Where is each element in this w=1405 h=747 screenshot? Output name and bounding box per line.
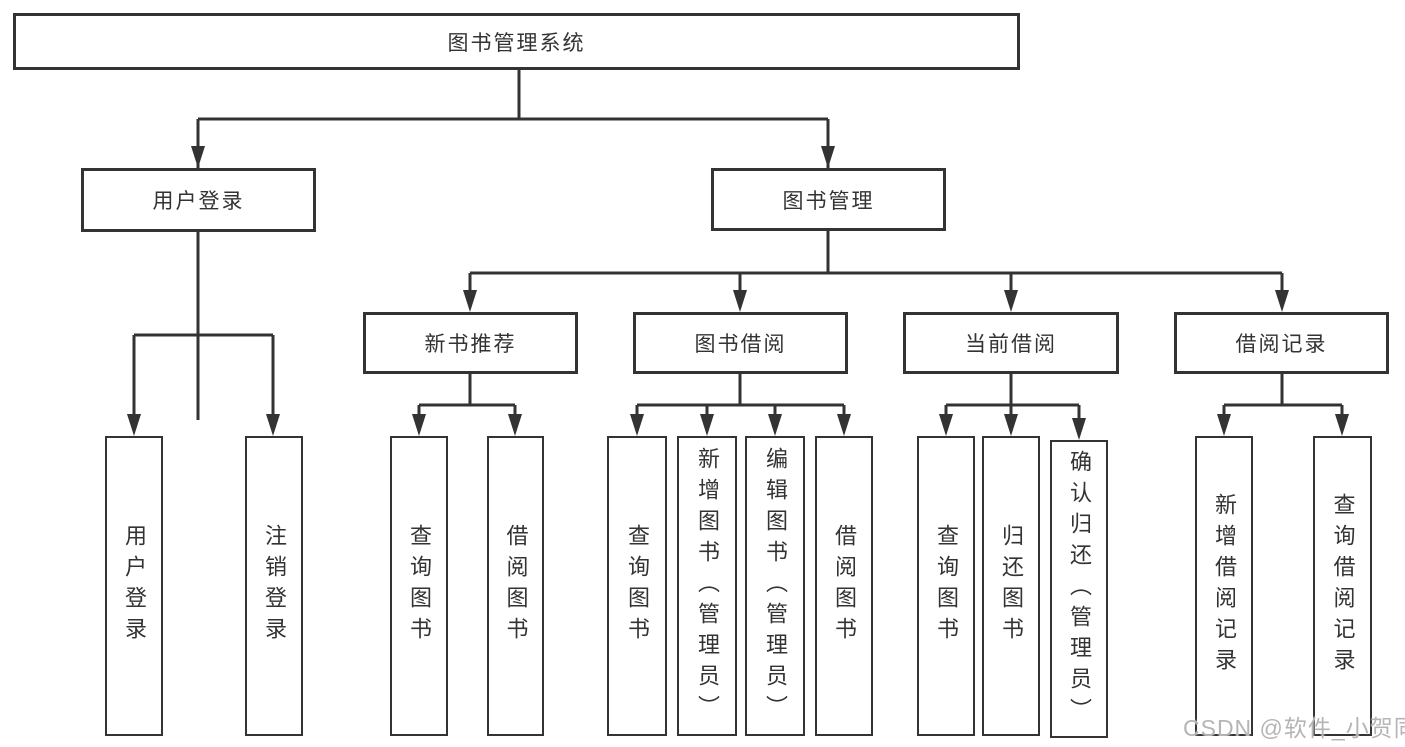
leaf-bb-borrow-books: 借阅图书 <box>815 436 873 736</box>
connector-arrowhead <box>508 414 522 436</box>
node-user-login: 用户登录 <box>81 168 316 232</box>
leaf-bb-add-books-admin: 新增图书（管理员） <box>677 436 737 736</box>
node-new-book-recommendation: 新书推荐 <box>363 312 578 374</box>
connector-arrowhead <box>127 414 141 436</box>
tree-connector-path <box>132 70 1344 424</box>
connector-arrowhead <box>821 146 835 168</box>
leaf-user-login: 用户登录 <box>105 436 163 736</box>
node-borrowing-records: 借阅记录 <box>1174 312 1389 374</box>
connector-arrowhead <box>266 414 280 436</box>
leaf-nbr-borrow-books: 借阅图书 <box>487 436 544 736</box>
connector-arrowhead <box>837 414 851 436</box>
connector-arrowhead <box>1335 414 1349 436</box>
connector-arrowhead <box>1217 414 1231 436</box>
node-book-borrowing: 图书借阅 <box>633 312 848 374</box>
connector-arrowhead <box>733 290 747 312</box>
leaf-logout-login: 注销登录 <box>245 436 303 736</box>
connector-arrowhead <box>1004 290 1018 312</box>
leaf-cb-query-books: 查询图书 <box>917 436 975 736</box>
csdn-watermark: CSDN @软件_小贺同学 <box>1183 715 1405 741</box>
leaf-br-add-record: 新增借阅记录 <box>1195 436 1253 736</box>
leaf-cb-confirm-return-admin: 确认归还（管理员） <box>1050 440 1108 738</box>
connector-arrowhead <box>463 290 477 312</box>
connector-arrowhead <box>700 414 714 436</box>
leaf-cb-return-books: 归还图书 <box>982 436 1040 736</box>
node-current-borrowing: 当前借阅 <box>903 312 1119 374</box>
leaf-nbr-query-books: 查询图书 <box>390 436 448 736</box>
connector-arrowhead <box>1004 414 1018 436</box>
connector-arrowhead <box>191 146 205 168</box>
leaf-bb-query-books: 查询图书 <box>607 436 667 736</box>
connector-arrowhead <box>630 414 644 436</box>
connector-arrowhead <box>939 414 953 436</box>
leaf-br-query-record: 查询借阅记录 <box>1313 436 1372 736</box>
connector-arrowhead <box>1275 290 1289 312</box>
connector-arrowhead <box>768 414 782 436</box>
connector-arrowhead <box>1072 418 1086 440</box>
leaf-bb-edit-books-admin: 编辑图书（管理员） <box>745 436 805 736</box>
node-library-management-system: 图书管理系统 <box>13 13 1020 70</box>
connector-arrowhead <box>412 414 426 436</box>
node-book-management: 图书管理 <box>711 168 946 231</box>
